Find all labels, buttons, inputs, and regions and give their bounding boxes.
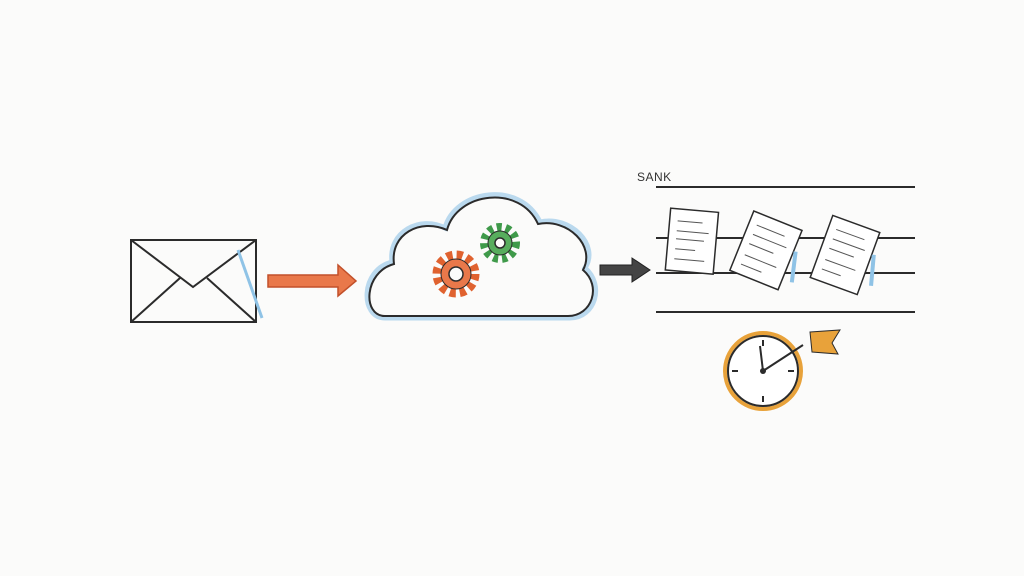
receipt-2-icon: [728, 209, 803, 291]
arrow-dark-icon: [599, 257, 651, 283]
envelope-icon: [130, 239, 264, 323]
cloud-icon: [364, 192, 599, 321]
receipt-3-icon: [809, 214, 881, 296]
bank-label: SANK: [637, 170, 672, 184]
orange-gear-icon: [432, 250, 480, 298]
arrow-orange-icon: [267, 263, 358, 298]
green-gear-icon: [480, 223, 520, 263]
receipt-1-icon: [664, 207, 720, 275]
stopwatch-icon: [723, 329, 841, 411]
